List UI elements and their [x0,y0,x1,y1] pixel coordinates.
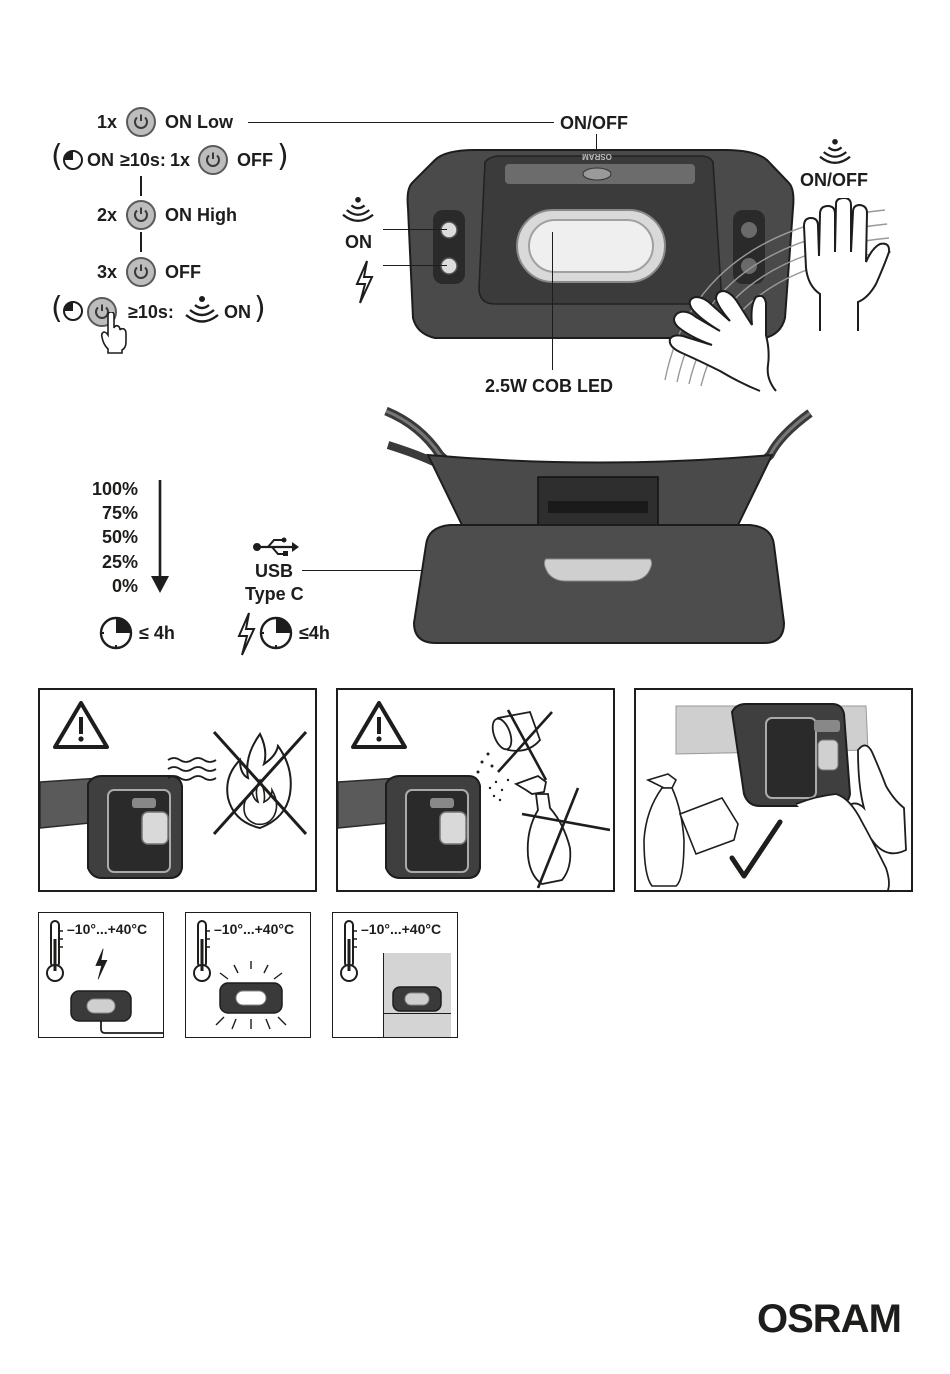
battery-level-100: 100% [92,480,138,498]
hold-on-label: ON [87,151,114,169]
headlamp-lit-illustration [206,959,296,1035]
temperature-panel-charging: –10°...+40°C [38,912,164,1038]
leader-line [383,265,447,266]
press-count-2x: 2x [97,206,117,224]
paren-open: ( [51,294,63,324]
lightning-icon [93,947,109,981]
usb-type-label: Type C [245,585,304,603]
press-count-3x: 3x [97,263,117,281]
warning-triangle-icon [350,700,408,750]
lamp-brand-mark: OSRAM [582,152,612,161]
temperature-panel-operation: –10°...+40°C [185,912,311,1038]
power-icon [198,145,228,175]
usb-label: USB [255,562,293,580]
cleaning-panel [634,688,913,892]
motion-sensor-icon [185,295,219,327]
press-count-1x: 1x [97,113,117,131]
press-count-1x: 1x [170,151,190,169]
battery-level-50: 50% [102,528,138,546]
leader-line [552,232,553,370]
timer-icon [62,149,84,171]
battery-level-25: 25% [102,553,138,571]
charge-time-label: ≤4h [299,624,330,642]
no-fire-icon [210,728,310,838]
mode-off: OFF [237,151,273,169]
ge10s-label: ≥10s: [120,151,166,169]
battery-level-75: 75% [102,504,138,522]
power-icon [126,107,156,137]
runtime-label: ≤ 4h [139,624,175,642]
warning-panel-fire [38,688,317,892]
connector-line [140,176,142,196]
timer-icon [62,300,84,322]
warning-panel-liquids [336,688,615,892]
osram-logo: OSRAM [757,1297,901,1342]
mode-on-high: ON High [165,206,237,224]
power-icon [126,200,156,230]
runtime-clock-icon [98,615,134,651]
sensor-on-label: ON [224,303,251,321]
power-icon [126,257,156,287]
motion-sensor-icon [818,138,852,168]
mode-on-low: ON Low [165,113,233,131]
thermometer-icon [45,919,65,983]
cob-led-label: 2.5W COB LED [485,377,613,395]
pressing-finger-icon [100,312,130,354]
motion-sensor-icon [341,196,375,226]
leader-line [383,229,447,230]
raised-hand-icon [798,198,893,333]
temperature-range-label: –10°...+40°C [214,921,294,937]
sensor-on-off-label: ON/OFF [800,171,868,189]
headlamp-stored-illustration [391,985,443,1013]
checkmark-icon [732,822,780,876]
no-spray-icon [486,768,610,890]
waving-hand-icon [660,275,790,393]
temperature-range-label: –10°...+40°C [67,921,147,937]
paren-close: ) [254,294,266,324]
headlamp-side-illustration [338,772,498,892]
paren-open: ( [51,142,63,172]
battery-level-0: 0% [112,577,138,595]
leader-line [248,122,554,123]
warning-triangle-icon [52,700,110,750]
headlamp-side-illustration [40,772,200,892]
ge10s-label: ≥10s: [128,303,174,321]
sensor-on-label: ON [345,233,372,251]
on-off-top-label: ON/OFF [560,114,628,132]
lightning-icon [235,612,257,656]
shelf-line [383,1013,451,1014]
charge-clock-icon [258,615,294,651]
mode-off: OFF [165,263,201,281]
temperature-panel-storage: –10°...+40°C [332,912,458,1038]
usb-icon [252,537,300,557]
temperature-range-label: –10°...+40°C [361,921,441,937]
connector-line [140,232,142,252]
thermometer-icon [339,919,359,983]
paren-close: ) [277,142,289,172]
cleaning-illustration [636,690,913,892]
down-arrow-icon [150,480,170,595]
headlamp-charging-illustration [69,989,164,1038]
lightning-icon [353,260,375,304]
headlamp-back-view [380,405,820,650]
